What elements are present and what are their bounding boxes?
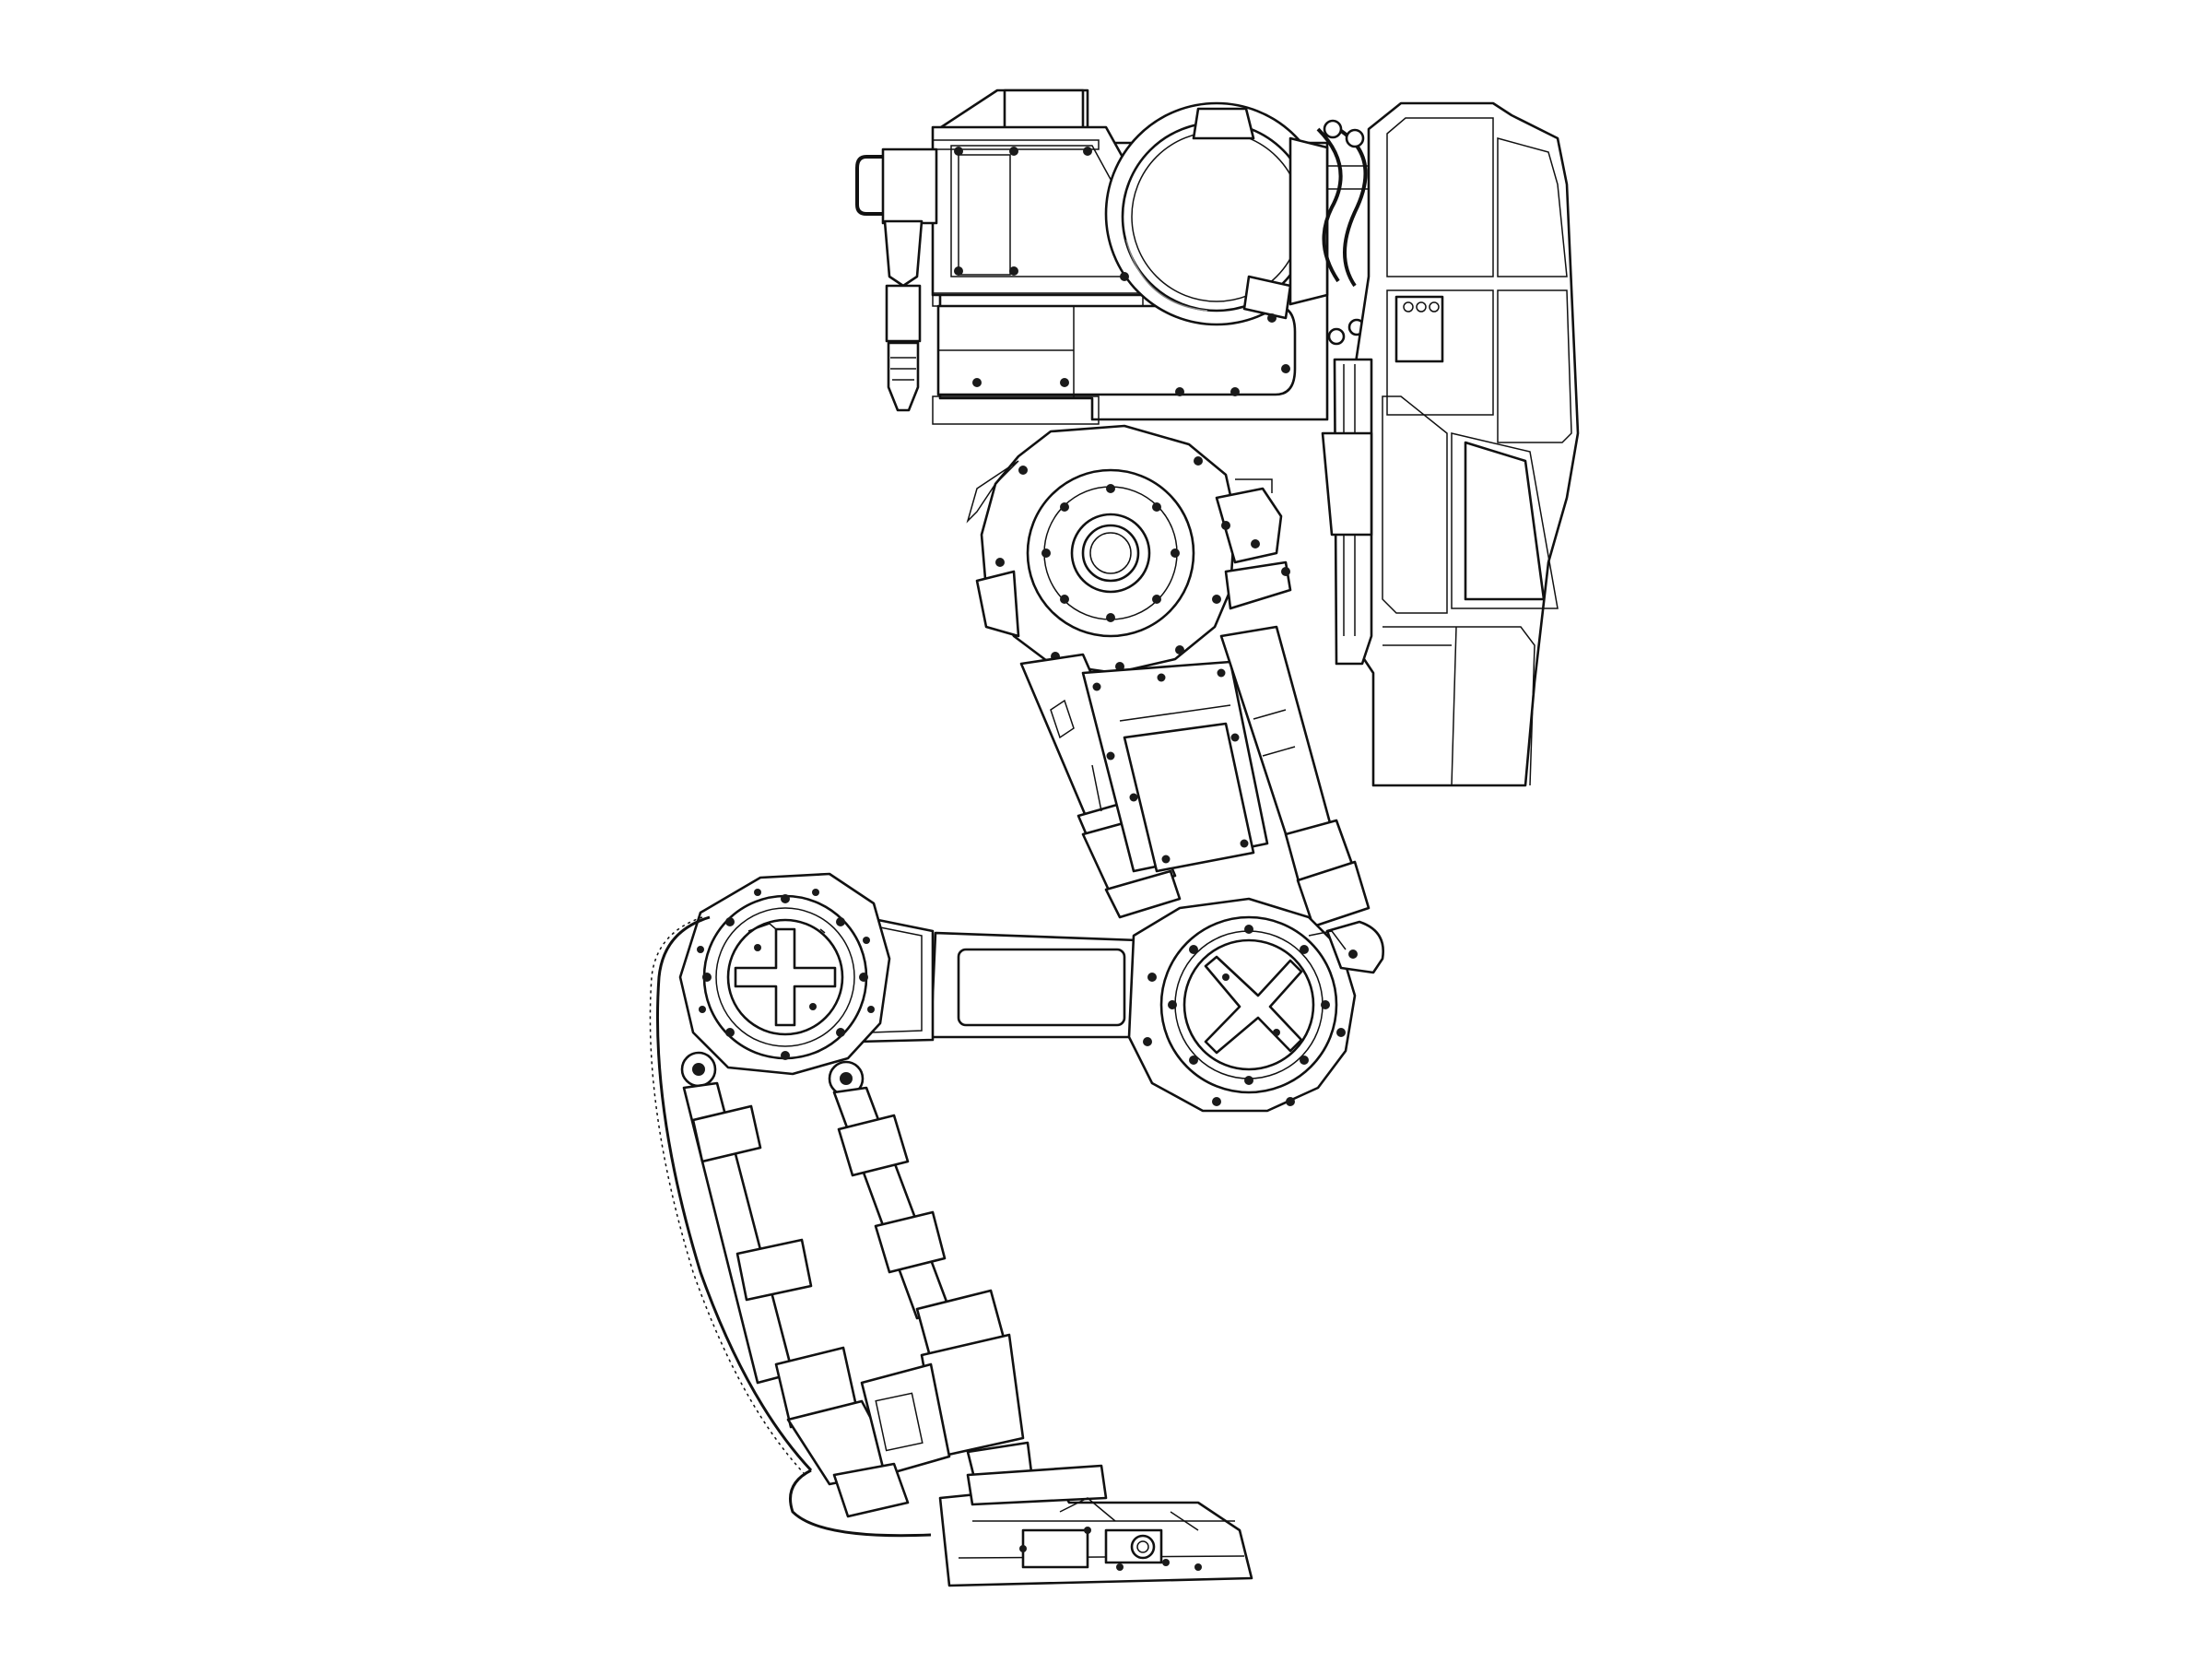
foot-bolts bbox=[1019, 1527, 1202, 1571]
shin-beam bbox=[855, 915, 1145, 1044]
hip-housing bbox=[855, 88, 1382, 425]
shin-struts bbox=[680, 1051, 1034, 1518]
cable-hose bbox=[649, 915, 932, 1538]
right-knee-joint bbox=[1127, 897, 1385, 1113]
thigh-bolts bbox=[1092, 668, 1249, 864]
ankle-bolts bbox=[697, 889, 875, 1060]
thigh-struts bbox=[1019, 625, 1371, 928]
right-knee-bolts bbox=[1143, 925, 1358, 1106]
foot bbox=[938, 1464, 1253, 1587]
hip-bolts bbox=[954, 147, 1290, 396]
upper-knee-joint bbox=[966, 424, 1292, 675]
chest-armor bbox=[1321, 101, 1580, 787]
upper-knee-bolts bbox=[995, 456, 1290, 671]
ankle-joint bbox=[678, 872, 891, 1076]
